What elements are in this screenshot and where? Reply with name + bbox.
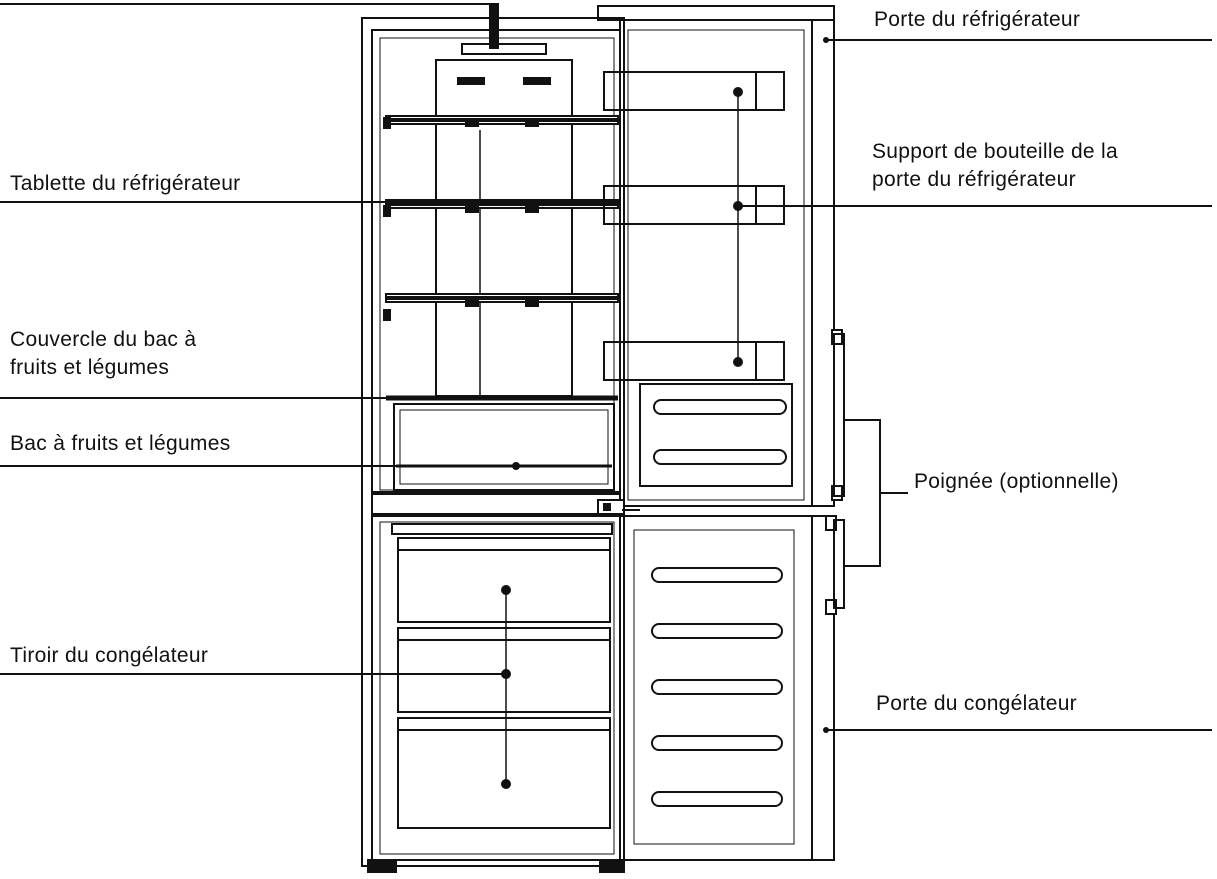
door-bottle-racks: [603, 71, 793, 487]
label-handle: Poignée (optionnelle): [914, 470, 1119, 493]
label-crisper-cover-line1: Couvercle du bac à: [10, 328, 197, 351]
freezer-door: [619, 515, 837, 861]
label-fridge-shelf: Tablette du réfrigérateur: [10, 172, 241, 195]
label-crisper-cover: Couvercle du bac à fruits et légumes: [10, 326, 196, 382]
crisper-assembly: [386, 395, 618, 491]
label-fridge-door: Porte du réfrigérateur: [874, 8, 1081, 31]
label-bottle-rack-line2: porte du réfrigérateur: [872, 168, 1076, 191]
air-duct-panel: [435, 59, 573, 397]
fridge-shelves: [383, 115, 619, 321]
middle-hinge: [597, 499, 640, 515]
fridge-door: [597, 5, 843, 507]
label-bottle-rack: Support de bouteille de la porte du réfr…: [872, 138, 1118, 194]
freezer-drawers: [391, 523, 613, 829]
label-freezer-door: Porte du congélateur: [876, 692, 1077, 715]
label-bottle-rack-line1: Support de bouteille de la: [872, 140, 1118, 163]
leader-lines: [0, 37, 1212, 733]
door-handles: [833, 333, 881, 609]
fridge-cabinet: [361, 17, 625, 873]
label-crisper-cover-line2: fruits et légumes: [10, 356, 170, 379]
label-crisper: Bac à fruits et légumes: [10, 432, 231, 455]
label-freezer-drawer: Tiroir du congélateur: [10, 644, 209, 667]
light-housing: [0, 3, 547, 55]
